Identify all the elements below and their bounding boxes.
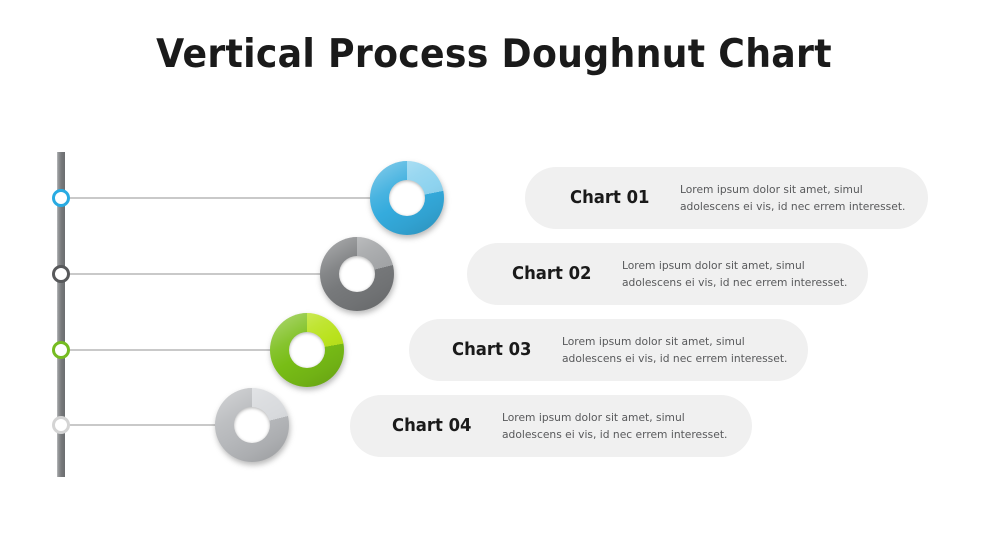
doughnut-3-hole [289,332,325,368]
pill-3-body-line2: adolescens ei vis, id nec errem interess… [562,352,788,365]
doughnut-chart-1[interactable] [370,161,444,235]
pill-1-label: Chart 01 [570,188,650,208]
connector-line-3 [66,349,307,351]
pill-3-body-line1: Lorem ipsum dolor sit amet, simul [562,335,745,348]
pill-3-label: Chart 03 [452,340,532,360]
pill-1-body: Lorem ipsum dolor sit amet, simul adoles… [680,181,905,215]
timeline-node-2[interactable] [52,265,70,283]
connector-line-1 [66,197,407,199]
timeline-node-1[interactable] [52,189,70,207]
page-title: Vertical Process Doughnut Chart [156,32,832,77]
doughnut-chart-4[interactable] [215,388,289,462]
pill-2-label: Chart 02 [512,264,592,284]
pill-1-body-line2: adolescens ei vis, id nec errem interess… [680,200,906,213]
doughnut-chart-2[interactable] [320,237,394,311]
content-pill-3[interactable]: Chart 03 Lorem ipsum dolor sit amet, sim… [409,319,808,381]
timeline-node-3[interactable] [52,341,70,359]
doughnut-2-hole [339,256,375,292]
connector-line-2 [66,273,357,275]
pill-2-body-line2: adolescens ei vis, id nec errem interess… [622,276,848,289]
pill-4-body: Lorem ipsum dolor sit amet, simul adoles… [502,409,727,443]
pill-4-label: Chart 04 [392,416,472,436]
timeline-spine [57,152,65,477]
timeline-node-4[interactable] [52,416,70,434]
connector-line-4 [66,424,252,426]
pill-2-body: Lorem ipsum dolor sit amet, simul adoles… [622,257,847,291]
pill-4-body-line2: adolescens ei vis, id nec errem interess… [502,428,728,441]
doughnut-chart-3[interactable] [270,313,344,387]
pill-2-body-line1: Lorem ipsum dolor sit amet, simul [622,259,805,272]
pill-4-body-line1: Lorem ipsum dolor sit amet, simul [502,411,685,424]
content-pill-1[interactable]: Chart 01 Lorem ipsum dolor sit amet, sim… [525,167,928,229]
doughnut-4-hole [234,407,270,443]
content-pill-4[interactable]: Chart 04 Lorem ipsum dolor sit amet, sim… [350,395,752,457]
pill-3-body: Lorem ipsum dolor sit amet, simul adoles… [562,333,787,367]
content-pill-2[interactable]: Chart 02 Lorem ipsum dolor sit amet, sim… [467,243,868,305]
pill-1-body-line1: Lorem ipsum dolor sit amet, simul [680,183,863,196]
doughnut-1-hole [389,180,425,216]
